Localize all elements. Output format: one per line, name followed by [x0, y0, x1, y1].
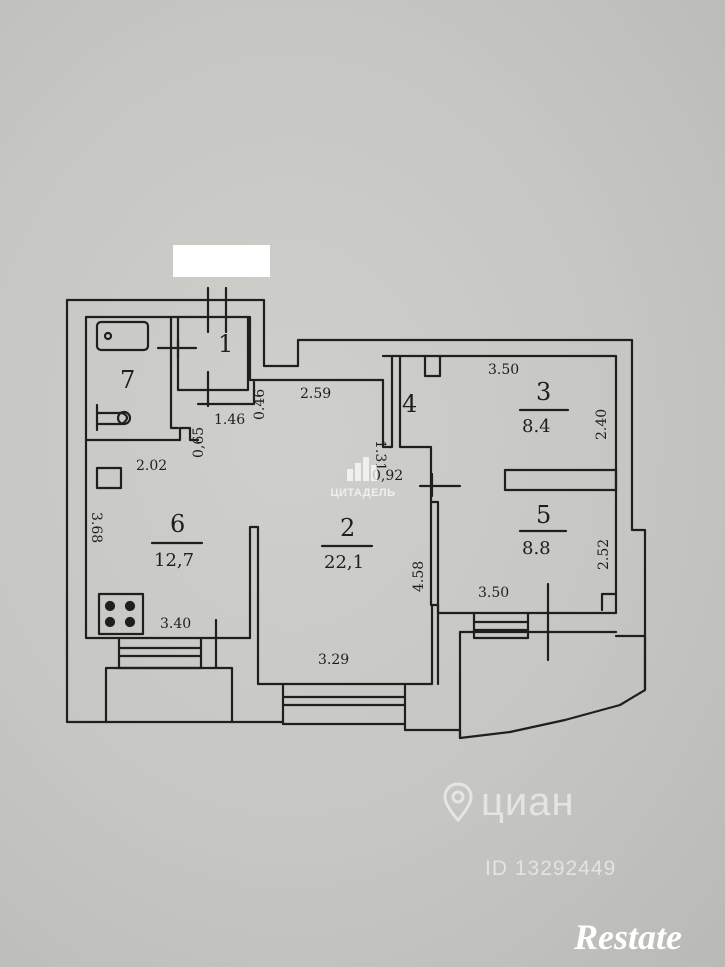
dim-2-02: 2.02	[136, 458, 167, 474]
room-4-number: 4	[402, 390, 417, 418]
dim-3-29: 3.29	[318, 652, 349, 668]
partition-3-5	[503, 468, 618, 492]
dim-2-59: 2.59	[300, 386, 331, 402]
balcony-kitchen	[104, 666, 234, 724]
bathtub	[95, 320, 150, 352]
door-wc	[156, 338, 198, 360]
wall-right-block	[381, 354, 618, 615]
dim-1-31: 1.31	[372, 440, 388, 471]
room-2-area: 22,1	[324, 552, 364, 573]
room-5-area: 8.8	[522, 538, 551, 559]
dim-0-46: 0.46	[252, 389, 268, 420]
dim-0-65: 0,65	[191, 427, 207, 458]
dim-0-92: 0,92	[372, 468, 403, 484]
dim-3-40: 3.40	[160, 616, 191, 632]
balcony-right	[458, 630, 647, 692]
room-3-area: 8.4	[522, 416, 551, 437]
cian-watermark: циан	[443, 779, 575, 824]
room-6-area: 12,7	[154, 550, 194, 571]
room-7-number: 7	[120, 366, 135, 394]
balcony-bottom-step	[281, 682, 407, 726]
redaction-box	[173, 245, 270, 277]
dim-3-68: 3.68	[88, 512, 104, 543]
sink-kitchen	[95, 466, 123, 490]
wall-bath-3	[84, 426, 200, 442]
wall-corr-top	[196, 380, 256, 406]
burner-1	[104, 600, 116, 612]
room-2-number: 2	[340, 514, 355, 542]
dim-1-46: 1.46	[214, 412, 245, 428]
door-mark-3	[418, 472, 462, 498]
stove	[97, 592, 145, 636]
citadel-logo-icon	[347, 457, 377, 481]
burner-4	[124, 616, 136, 628]
room-5-number: 5	[536, 501, 551, 529]
room-3-number: 3	[536, 378, 551, 406]
cian-id: ID 13292449	[485, 857, 617, 880]
balcony-kitchen-step	[117, 636, 203, 670]
room-6-number: 6	[170, 510, 185, 538]
cian-text: циан	[481, 779, 575, 824]
door-bath	[206, 286, 228, 334]
restate-logo: Restate	[574, 917, 682, 957]
burner-3	[104, 616, 116, 628]
balcony-right-step	[472, 611, 530, 640]
dim-3-50-bottom: 3.50	[478, 585, 509, 601]
room-1-number: 1	[218, 330, 233, 358]
dim-2-40: 2.40	[594, 409, 610, 440]
burner-2	[124, 600, 136, 612]
dim-4-58: 4.58	[411, 561, 427, 592]
bathtub-drain	[103, 331, 113, 341]
wall-bath-2	[169, 315, 180, 430]
citadel-text: ЦИТАДЕЛЬ	[330, 487, 396, 499]
location-pin-icon	[443, 782, 473, 822]
wall-corner-5	[600, 592, 618, 612]
inner-wall-left	[84, 315, 252, 640]
closet-mark	[423, 354, 442, 378]
dim-2-52: 2.52	[596, 539, 612, 570]
outer-wall-inner	[84, 315, 385, 382]
wall-kitchen	[248, 525, 260, 686]
toilet	[95, 403, 129, 432]
dim-3-50-top: 3.50	[488, 362, 519, 378]
outer-wall-outer	[65, 298, 647, 740]
citadel-watermark: ЦИТАДЕЛЬ	[318, 455, 408, 499]
toilet-bowl	[116, 410, 132, 426]
wall-room2-bottom	[256, 603, 440, 686]
wall-bath-1	[176, 315, 250, 392]
